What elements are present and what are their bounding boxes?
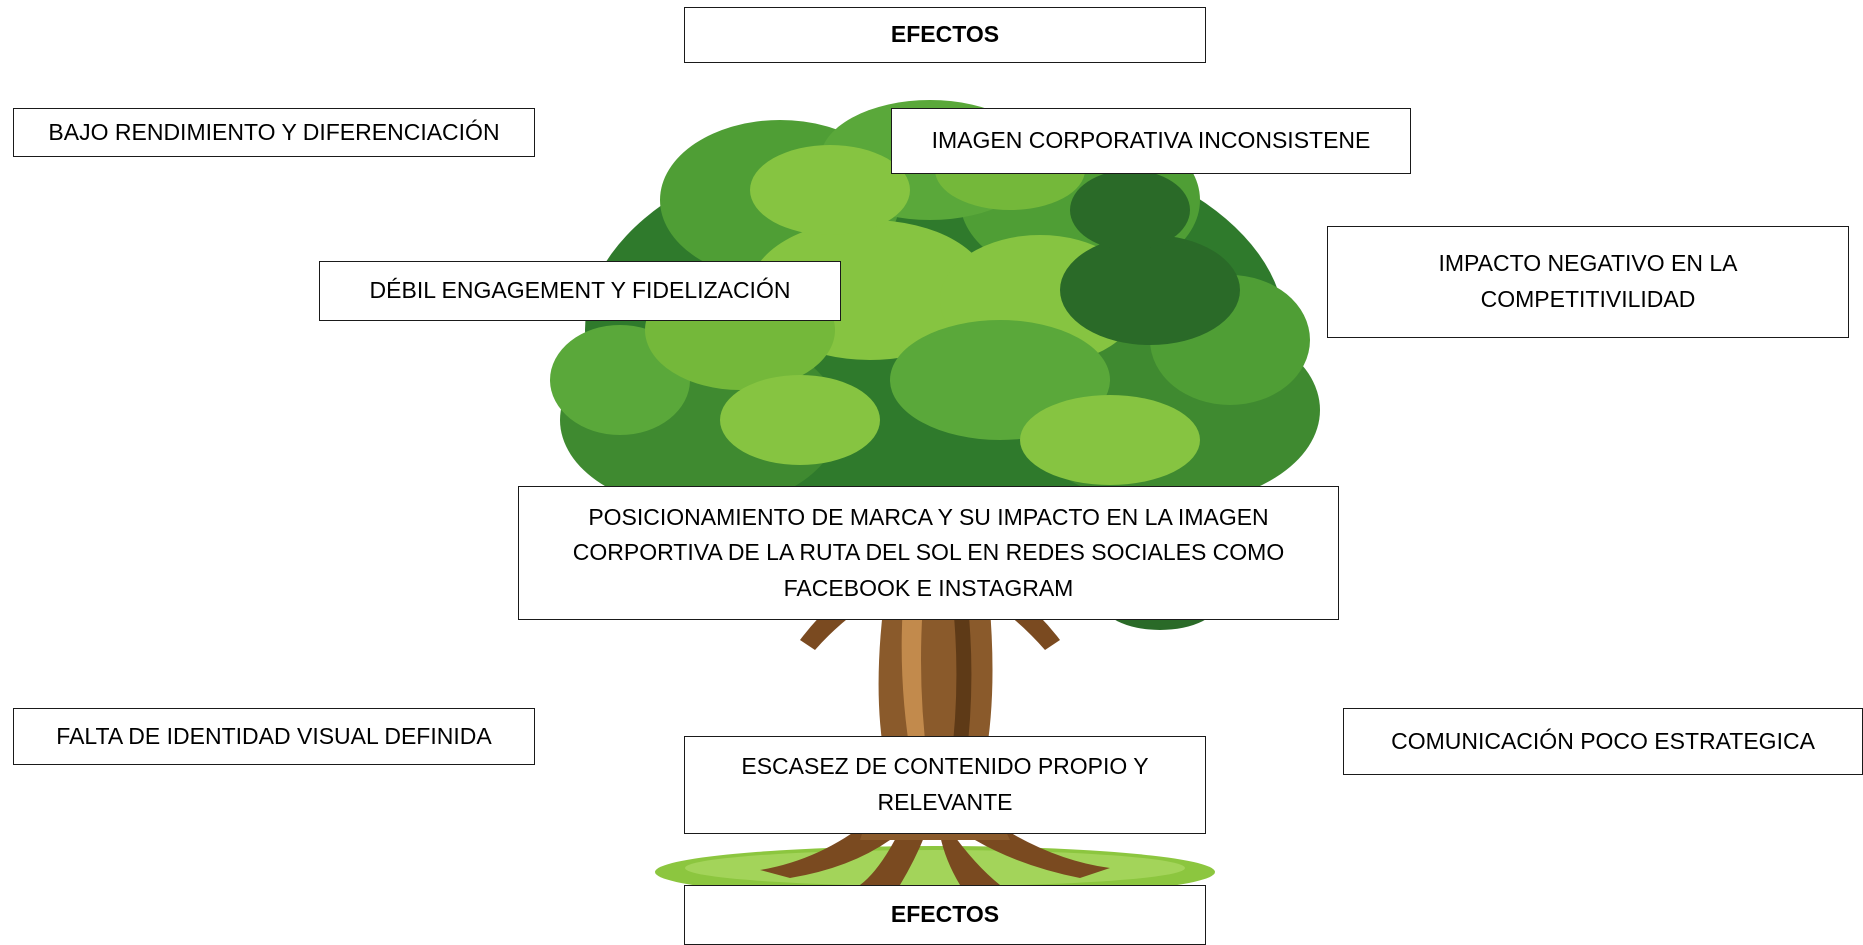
effect-inconsistent-image: IMAGEN CORPORATIVA INCONSISTENE bbox=[891, 108, 1411, 174]
effect-weak-engagement: DÉBIL ENGAGEMENT Y FIDELIZACIÓN bbox=[319, 261, 841, 321]
effects-header-bottom: EFECTOS bbox=[684, 885, 1206, 945]
effect-low-performance: BAJO RENDIMIENTO Y DIFERENCIACIÓN bbox=[13, 108, 535, 157]
cause-communication: COMUNICACIÓN POCO ESTRATEGICA bbox=[1343, 708, 1863, 775]
cause-visual-identity: FALTA DE IDENTIDAD VISUAL DEFINIDA bbox=[13, 708, 535, 765]
cause-content-scarcity: ESCASEZ DE CONTENIDO PROPIO Y RELEVANTE bbox=[684, 736, 1206, 834]
tree-roots bbox=[760, 820, 1110, 885]
effect-competitiveness: IMPACTO NEGATIVO EN LA COMPETITIVILIDAD bbox=[1327, 226, 1849, 338]
central-problem: POSICIONAMIENTO DE MARCA Y SU IMPACTO EN… bbox=[518, 486, 1339, 620]
effects-header-top: EFECTOS bbox=[684, 7, 1206, 63]
